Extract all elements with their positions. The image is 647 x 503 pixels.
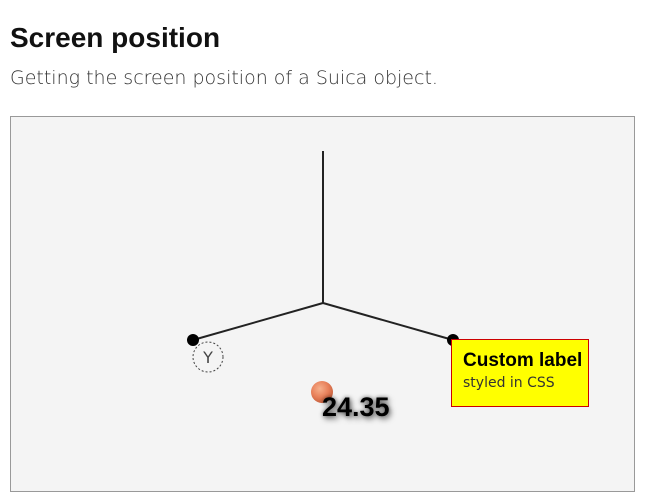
sphere-value-label: 24.35 <box>322 392 390 422</box>
y-axis-label: Y <box>202 348 213 367</box>
custom-label-box: Custom label styled in CSS <box>451 339 589 407</box>
sphere-object[interactable] <box>311 381 333 403</box>
custom-label-title: Custom label <box>463 350 583 371</box>
page-title: Screen position <box>10 22 221 53</box>
right-axis <box>322 302 454 341</box>
scene-svg: Y <box>187 151 459 403</box>
custom-label-subtitle: styled in CSS <box>463 375 555 391</box>
left-axis <box>192 302 324 341</box>
y-axis-label-circle <box>192 341 224 373</box>
left-axis-endpoint[interactable] <box>187 334 199 346</box>
scene-canvas[interactable]: Y 24.35 Custom label styled in CSS <box>10 116 635 492</box>
page-subtitle: Getting the screen position of a Suica o… <box>10 67 438 89</box>
